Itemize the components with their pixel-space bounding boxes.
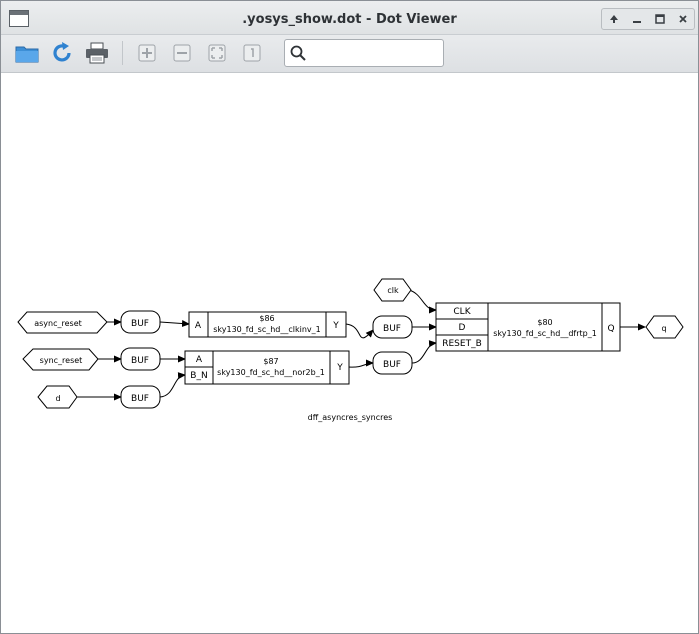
zoom-out-icon <box>173 44 191 62</box>
search-input[interactable] <box>311 43 439 63</box>
port-async-reset[interactable]: async_reset <box>17 311 108 334</box>
zoom-fit-button[interactable] <box>203 40 231 66</box>
window-title: .yosys_show.dot - Dot Viewer <box>242 12 457 27</box>
buf-label: BUF <box>383 324 401 334</box>
print-button[interactable] <box>83 40 111 66</box>
buf-label: BUF <box>383 360 401 370</box>
port-clk-label: clk <box>387 286 399 295</box>
nor2b-port-y: Y <box>336 363 343 373</box>
search-box[interactable] <box>284 39 444 67</box>
zoom-in-icon <box>138 44 156 62</box>
buf-node[interactable]: BUF <box>120 310 161 334</box>
close-icon[interactable] <box>674 10 692 28</box>
edge-buf-nor2b-bn <box>159 372 186 398</box>
port-q-label: q <box>661 324 666 333</box>
graph-canvas[interactable]: async_reset sync_reset d clk q BUF <box>5 74 695 632</box>
dfrtp-port-q: Q <box>607 324 614 334</box>
port-async-reset-label: async_reset <box>34 319 82 328</box>
zoom-100-button[interactable] <box>238 40 266 66</box>
dfrtp-id: $80 <box>537 318 552 327</box>
edge-clkinv-buf <box>345 323 374 339</box>
cell-clkinv[interactable]: A $86 sky130_fd_sc_hd__clkinv_1 Y <box>188 311 347 338</box>
port-d-label: d <box>55 394 60 403</box>
edge-clk-dff <box>408 289 437 314</box>
graph-caption: dff_asyncres_syncres <box>308 413 393 422</box>
folder-icon <box>15 46 39 63</box>
clkinv-port-a: A <box>195 321 202 331</box>
graph-edges <box>76 289 646 401</box>
port-sync-reset[interactable]: sync_reset <box>22 348 99 371</box>
zoom-fit-icon <box>208 44 226 62</box>
port-clk[interactable]: clk <box>373 278 412 302</box>
clkinv-id: $86 <box>259 314 274 323</box>
window-icon <box>9 10 29 27</box>
dfrtp-port-d: D <box>459 323 466 333</box>
buf-label: BUF <box>131 356 149 366</box>
title-bar[interactable]: .yosys_show.dot - Dot Viewer <box>1 1 698 35</box>
minimize-icon[interactable] <box>628 10 646 28</box>
edge-nor2b-buf <box>348 359 374 368</box>
buf-node[interactable]: BUF <box>120 385 161 409</box>
zoom-in-button[interactable] <box>133 40 161 66</box>
netlist-graph: async_reset sync_reset d clk q BUF <box>17 278 684 422</box>
nor2b-port-a: A <box>196 355 203 365</box>
buf-label: BUF <box>131 319 149 329</box>
search-icon <box>290 45 306 61</box>
toolbar <box>1 35 698 73</box>
zoom-100-icon <box>243 44 261 62</box>
maximize-icon[interactable] <box>651 10 669 28</box>
window-controls <box>601 8 695 30</box>
dfrtp-port-reset: RESET_B <box>442 339 482 349</box>
clkinv-type: sky130_fd_sc_hd__clkinv_1 <box>213 325 321 334</box>
buf-label: BUF <box>131 394 149 404</box>
nor2b-type: sky130_fd_sc_hd__nor2b_1 <box>217 368 325 377</box>
toolbar-separator <box>122 41 123 65</box>
port-d[interactable]: d <box>37 385 78 409</box>
cell-nor2b[interactable]: A B_N $87 sky130_fd_sc_hd__nor2b_1 Y <box>184 350 350 385</box>
dfrtp-port-clk: CLK <box>453 307 471 317</box>
port-q[interactable]: q <box>645 315 684 339</box>
reload-button[interactable] <box>48 40 76 66</box>
clkinv-port-y: Y <box>332 321 339 331</box>
cell-dfrtp[interactable]: CLK D RESET_B $80 sky130_fd_sc_hd__dfrtp… <box>435 302 621 352</box>
port-sync-reset-label: sync_reset <box>40 356 83 365</box>
reload-icon <box>53 42 71 62</box>
open-folder-button[interactable] <box>13 40 41 66</box>
window-up-icon[interactable] <box>605 10 623 28</box>
buf-node[interactable]: BUF <box>120 347 161 371</box>
edge-buf-dff-reset <box>411 340 437 364</box>
buf-node[interactable]: BUF <box>372 351 413 375</box>
nor2b-id: $87 <box>263 357 278 366</box>
dfrtp-type: sky130_fd_sc_hd__dfrtp_1 <box>493 329 597 338</box>
zoom-out-button[interactable] <box>168 40 196 66</box>
edge-buf-clkinv <box>159 320 190 328</box>
printer-icon <box>86 42 108 64</box>
nor2b-port-bn: B_N <box>190 371 207 381</box>
buf-node[interactable]: BUF <box>372 315 413 339</box>
